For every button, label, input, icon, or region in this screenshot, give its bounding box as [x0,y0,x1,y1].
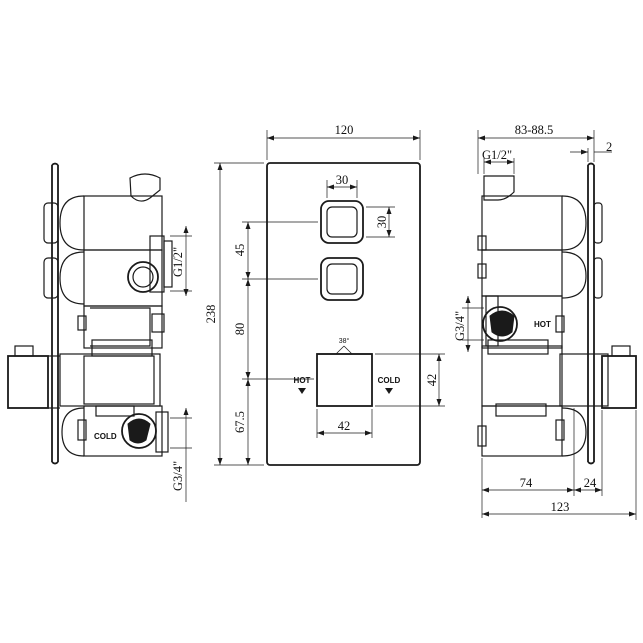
bottom-button [320,257,364,301]
front-cold-label: COLD [378,376,401,385]
front-hot-label: HOT [294,376,311,385]
right-outlet-dimension: G3/4" [453,311,467,341]
left-wall-plate [51,162,59,465]
right-depth-range-dimension: 83-88.5 [515,123,554,137]
front-knob [316,353,373,407]
left-inlet-fitting [127,261,159,293]
left-inlet-dimension: G1/2" [171,247,185,277]
knob-height-dimension: 42 [425,374,439,387]
left-side-view: COLD G1/2" G3/4" [7,162,192,502]
front-width-dimension: 120 [335,123,354,137]
left-top-cap [129,173,161,202]
gap-mid-dimension: 80 [233,323,247,336]
right-hot-label: HOT [534,320,551,329]
right-side-view: HOT 83-88.5 2 G1/2" G3/4" [453,123,637,520]
left-handle [7,355,49,409]
button-height-dimension: 30 [375,216,389,229]
plate-thickness-dimension: 2 [606,140,612,154]
left-outlet-dimension: G3/4" [171,461,185,491]
right-upper-block [481,195,563,251]
front-height-dimension: 238 [204,305,218,324]
left-cold-label: COLD [94,432,117,441]
right-handle [601,355,637,409]
right-hot-fitting [482,306,518,342]
right-inlet-dimension: G1/2" [482,148,512,162]
right-wall-plate [587,162,595,465]
cold-arrow-icon [385,388,393,394]
body-depth-dimension: 74 [520,476,533,490]
knob-width-dimension: 42 [338,419,351,433]
top-button [320,200,364,244]
total-depth-dimension: 123 [551,500,570,514]
front-view: 38° HOT COLD 120 238 30 30 45 80 [204,123,445,466]
button-width-dimension: 30 [336,173,349,187]
gap-bottom-dimension: 67.5 [233,411,247,433]
handle-depth-dimension: 24 [584,476,597,490]
hot-arrow-icon [298,388,306,394]
angle-label: 38° [339,337,350,345]
front-plate [266,162,421,466]
gap-top-dimension: 45 [233,244,247,257]
